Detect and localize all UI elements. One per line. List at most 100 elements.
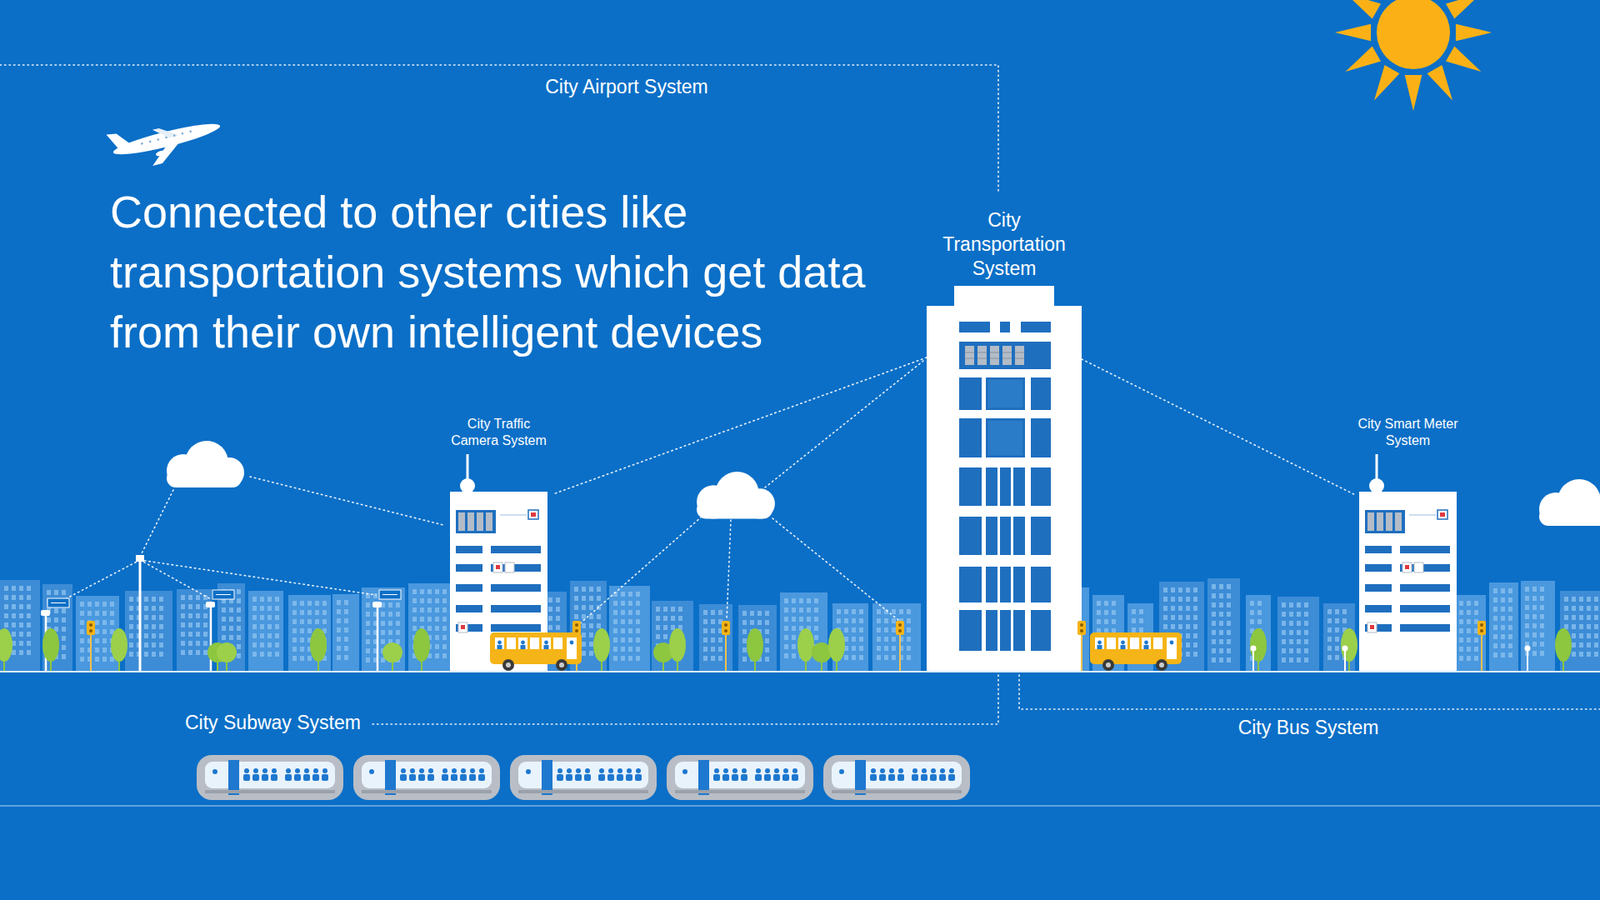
city-skyline [1219, 611, 1224, 617]
city-skyline [380, 620, 385, 626]
bus [559, 662, 565, 668]
city-skyline [581, 595, 586, 601]
city-skyline [236, 644, 241, 650]
city-skyline [144, 605, 149, 611]
city-skyline [1579, 615, 1584, 620]
city-skyline [435, 598, 440, 604]
city-skyline [1489, 582, 1519, 671]
tree [797, 628, 815, 671]
city-skyline [791, 644, 796, 650]
city-skyline [1525, 605, 1530, 610]
city-skyline [1327, 645, 1332, 651]
city-skyline [851, 627, 856, 633]
city-skyline [292, 655, 297, 661]
city-skyline [1459, 610, 1464, 615]
city-skyline [1211, 648, 1216, 654]
city-skyline [718, 637, 723, 643]
subway-car [478, 774, 485, 781]
city-skyline [784, 625, 789, 631]
city-skyline [574, 605, 579, 610]
bus [1159, 662, 1165, 668]
city-skyline [1564, 615, 1569, 620]
leader-lines [578, 516, 702, 625]
building-illustration [1400, 624, 1450, 632]
traffic-light [898, 623, 902, 627]
city-skyline [1594, 624, 1599, 630]
city-skyline [125, 590, 173, 671]
bus [1155, 659, 1168, 671]
city-skyline [260, 615, 265, 620]
city-skyline [195, 622, 200, 628]
city-skyline [1304, 602, 1309, 608]
city-skyline [806, 598, 811, 604]
city-skyline [635, 628, 640, 634]
street-lamp [1342, 645, 1349, 652]
city-skyline [655, 625, 660, 630]
bus [555, 659, 568, 671]
building-illustration [455, 510, 496, 534]
city-skyline [1163, 642, 1168, 648]
street-lamp [1525, 645, 1531, 672]
airplane [149, 140, 152, 143]
city-skyline [1335, 618, 1340, 624]
city-skyline [589, 623, 594, 629]
city-skyline [1500, 652, 1505, 658]
city-skyline [791, 598, 796, 604]
airplane [105, 107, 225, 175]
city-skyline [620, 646, 625, 652]
city-skyline [54, 608, 59, 614]
city-skyline [267, 651, 272, 657]
sun [1374, 0, 1400, 1]
city-skyline [180, 640, 185, 646]
city-skyline [1092, 595, 1125, 671]
building-illustration [1370, 625, 1375, 630]
city-skyline [252, 624, 257, 630]
city-skyline [180, 604, 185, 610]
city-skyline [750, 610, 755, 616]
city-skyline [784, 616, 789, 622]
tree [110, 628, 128, 662]
subway-car [682, 769, 688, 775]
city-skyline [738, 605, 777, 671]
city-skyline [26, 650, 31, 655]
city-skyline [742, 629, 747, 635]
city-skyline [1226, 657, 1231, 663]
city-skyline [628, 655, 633, 661]
city-skyline [236, 616, 241, 622]
city-skyline [332, 594, 360, 671]
city-skyline [203, 650, 208, 655]
tree [382, 642, 403, 663]
city-skyline [322, 600, 327, 606]
traffic-light [721, 620, 730, 671]
street-lamp [1342, 645, 1349, 672]
city-skyline [11, 622, 16, 628]
city-skyline [548, 597, 553, 603]
city-skyline [1170, 605, 1175, 611]
bus [1106, 637, 1116, 650]
city-skyline [300, 655, 305, 661]
city-skyline [1474, 646, 1479, 652]
city-skyline [395, 611, 400, 617]
street-poles [40, 555, 401, 671]
city-skyline [229, 635, 234, 640]
city-skyline [1571, 624, 1576, 630]
dotted-connector [1081, 359, 1355, 495]
city-skyline [574, 595, 579, 601]
city-skyline [248, 590, 284, 671]
sun [1374, 65, 1400, 100]
building-illustration [490, 624, 541, 632]
city-skyline [159, 624, 164, 630]
city-skyline [1139, 636, 1144, 642]
city-skyline [1211, 657, 1216, 663]
city-skyline [307, 628, 312, 634]
subway-car [870, 768, 876, 774]
city-skyline [651, 600, 694, 671]
subway-car [948, 774, 955, 781]
bus [553, 637, 563, 650]
street-poles [205, 601, 215, 608]
city-skyline [180, 631, 185, 637]
system-label: City Airport System [545, 75, 709, 99]
city-skyline [408, 583, 451, 671]
bus [520, 640, 525, 645]
city-skyline [851, 618, 856, 624]
